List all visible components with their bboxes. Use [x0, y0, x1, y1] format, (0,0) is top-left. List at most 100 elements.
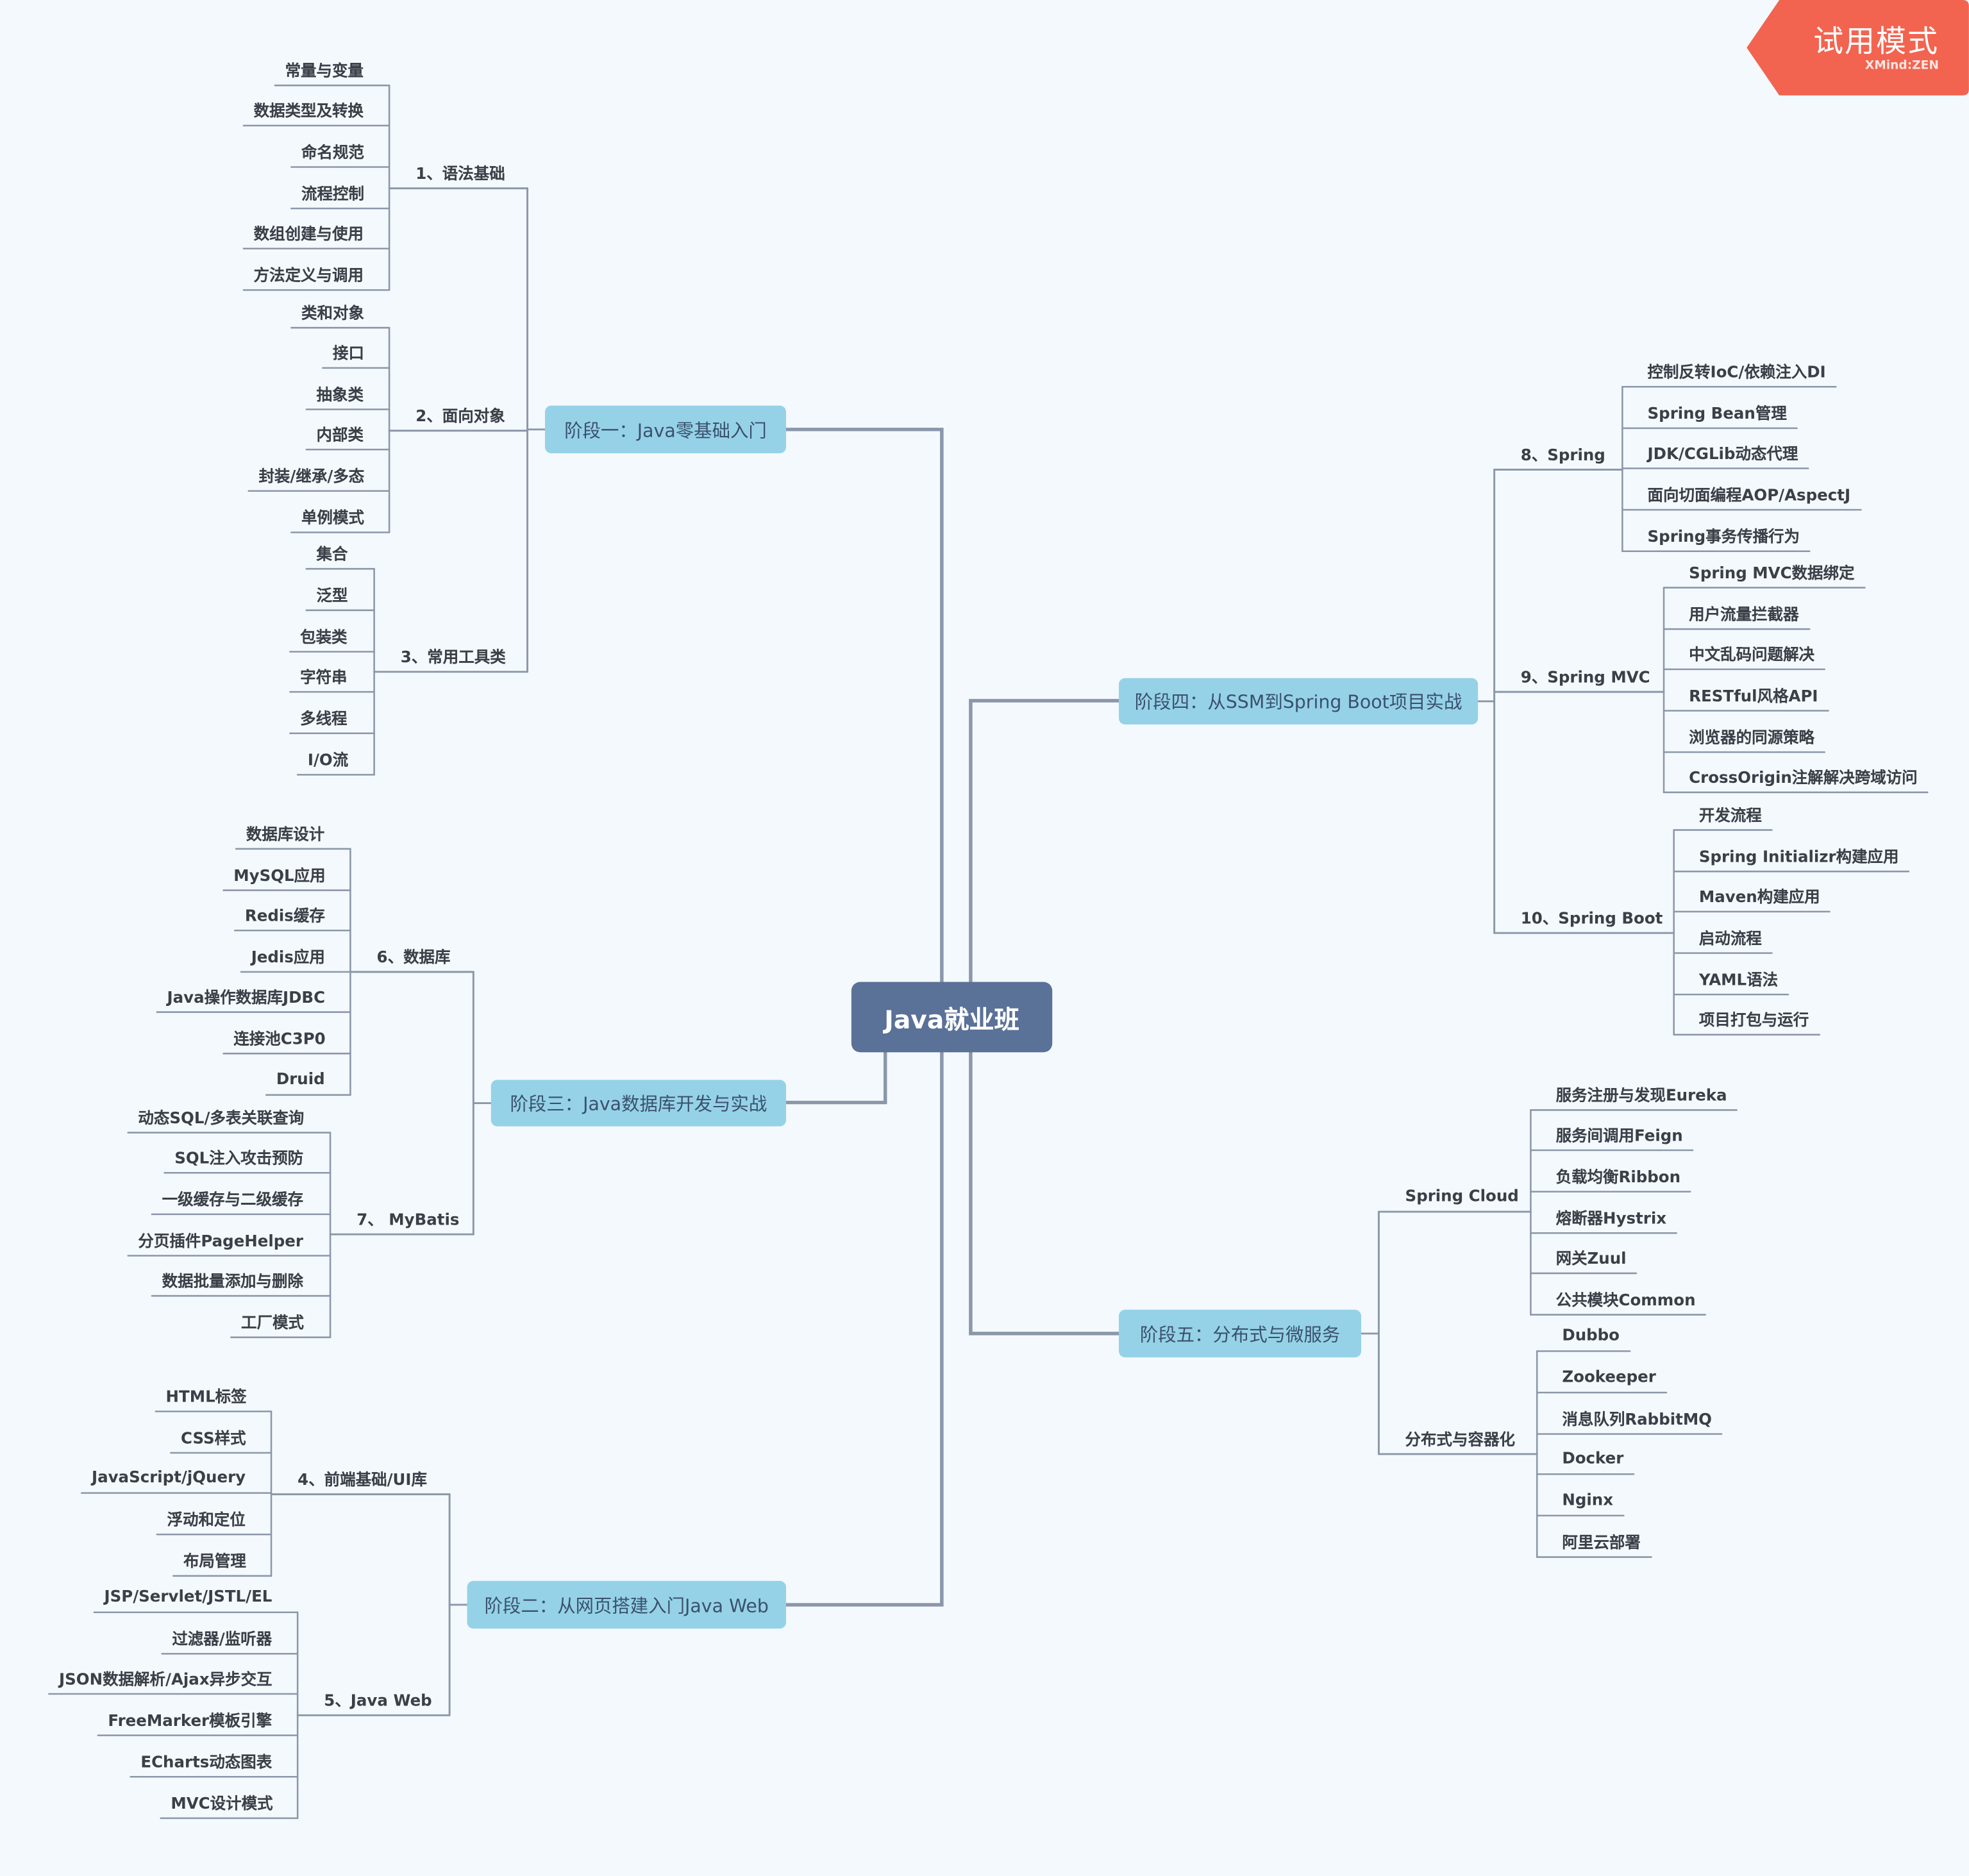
subtopic[interactable]: 7、 MyBatis — [356, 1210, 460, 1229]
leaf-topic[interactable]: JSP/Servlet/JSTL/EL — [104, 1586, 272, 1605]
leaf-topic[interactable]: Druid — [276, 1069, 325, 1089]
subtopic[interactable]: 1、语法基础 — [415, 163, 505, 183]
leaf-topic[interactable]: 连接池C3P0 — [233, 1028, 326, 1048]
root-connector — [784, 1050, 944, 1607]
leaf-topic[interactable]: 消息队列RabbitMQ — [1562, 1409, 1712, 1428]
leaf-topic[interactable]: YAML语法 — [1698, 969, 1779, 989]
leaf-topic[interactable]: RESTful风格API — [1689, 686, 1818, 705]
leaf-topic[interactable]: 数据类型及转换 — [253, 101, 364, 121]
leaf-topic[interactable]: 面向切面编程AOP/AspectJ — [1647, 485, 1851, 505]
leaf-topic[interactable]: 分页插件PageHelper — [138, 1231, 304, 1250]
stage-topic[interactable]: 阶段五：分布式与微服务 — [1119, 1309, 1362, 1358]
leaf-topic[interactable]: 包装类 — [300, 627, 348, 646]
leaf-topic[interactable]: JDK/CGLib动态代理 — [1647, 444, 1798, 463]
leaf-topic[interactable]: Jedis应用 — [251, 947, 325, 967]
leaf-topic[interactable]: 启动流程 — [1698, 928, 1762, 948]
subtopic[interactable]: 3、常用工具类 — [400, 647, 506, 666]
leaf-topic[interactable]: 一级缓存与二级缓存 — [162, 1189, 304, 1209]
leaf-topic[interactable]: 浏览器的同源策略 — [1689, 727, 1815, 747]
badge-shape — [1747, 0, 1969, 96]
root-connector — [784, 1050, 887, 1105]
subtopic[interactable]: 9、Spring MVC — [1520, 667, 1650, 687]
leaf-topic[interactable]: Dubbo — [1562, 1325, 1620, 1344]
subtopic[interactable]: 分布式与容器化 — [1405, 1429, 1515, 1449]
leaf-topic[interactable]: ECharts动态图表 — [140, 1752, 272, 1771]
root-topic[interactable]: Java就业班 — [851, 982, 1053, 1053]
leaf-topic[interactable]: 负载均衡Ribbon — [1555, 1167, 1681, 1186]
leaf-topic[interactable]: 中文乱码问题解决 — [1689, 644, 1815, 664]
root-label: Java就业班 — [884, 1003, 1019, 1034]
leaf-topic[interactable]: 字符串 — [300, 667, 348, 687]
stage-topic[interactable]: 阶段三：Java数据库开发与实战 — [490, 1080, 787, 1126]
leaf-topic[interactable]: Spring事务传播行为 — [1647, 526, 1800, 546]
leaf-topic[interactable]: 服务注册与发现Eureka — [1555, 1085, 1727, 1105]
leaf-topic[interactable]: 流程控制 — [301, 183, 364, 203]
leaf-topic[interactable]: 数据库设计 — [246, 824, 325, 844]
subtopic[interactable]: 5、Java Web — [324, 1691, 432, 1710]
leaf-topic[interactable]: 泛型 — [316, 585, 348, 605]
leaf-topic[interactable]: 熔断器Hystrix — [1555, 1209, 1667, 1228]
leaf-topic[interactable]: Nginx — [1562, 1489, 1613, 1509]
leaf-topic[interactable]: 多线程 — [300, 708, 348, 728]
leaf-topic[interactable]: 用户流量拦截器 — [1689, 605, 1799, 624]
leaf-topic[interactable]: 常量与变量 — [285, 60, 364, 80]
leaf-topic[interactable]: 开发流程 — [1698, 805, 1762, 825]
subtopic[interactable]: 10、Spring Boot — [1520, 908, 1663, 928]
leaf-topic[interactable]: 数组创建与使用 — [253, 224, 364, 243]
subtopic[interactable]: Spring Cloud — [1405, 1185, 1519, 1205]
subtopic[interactable]: 6、数据库 — [376, 947, 451, 967]
leaf-topic[interactable]: 方法定义与调用 — [253, 265, 364, 285]
badge-title: 试用模式 — [1813, 24, 1939, 60]
leaf-topic[interactable]: 过滤器/监听器 — [172, 1629, 272, 1648]
trial-mode-badge[interactable]: 试用模式 XMind:ZEN — [1747, 0, 1969, 96]
stage-topic[interactable]: 阶段四：从SSM到Spring Boot项目实战 — [1119, 678, 1479, 725]
leaf-topic[interactable]: 命名规范 — [301, 142, 364, 162]
leaf-topic[interactable]: 工厂模式 — [241, 1312, 304, 1332]
stage-topic[interactable]: 阶段一：Java零基础入门 — [544, 405, 787, 454]
leaf-topic[interactable]: 项目打包与运行 — [1698, 1010, 1809, 1029]
leaf-topic[interactable]: I/O流 — [307, 750, 349, 769]
leaf-topic[interactable]: 单例模式 — [301, 508, 364, 527]
leaf-topic[interactable]: Spring Initializr构建应用 — [1698, 847, 1899, 866]
leaf-topic[interactable]: Maven构建应用 — [1698, 887, 1820, 907]
leaf-topic[interactable]: 阿里云部署 — [1562, 1532, 1641, 1552]
leaf-topic[interactable]: 内部类 — [316, 424, 364, 444]
subtopic[interactable]: 2、面向对象 — [415, 406, 505, 425]
leaf-topic[interactable]: 集合 — [316, 544, 348, 564]
subtopic[interactable]: 4、前端基础/UI库 — [297, 1470, 428, 1489]
leaf-topic[interactable]: 封装/继承/多态 — [258, 466, 365, 485]
leaf-topic[interactable]: Spring MVC数据绑定 — [1689, 563, 1855, 582]
leaf-topic[interactable]: 抽象类 — [316, 385, 364, 404]
leaf-topic[interactable]: 类和对象 — [301, 303, 364, 322]
leaf-topic[interactable]: 网关Zuul — [1555, 1248, 1627, 1268]
leaf-topic[interactable]: 服务间调用Feign — [1555, 1125, 1683, 1145]
leaf-topic[interactable]: Redis缓存 — [244, 906, 325, 925]
leaf-topic[interactable]: Docker — [1562, 1448, 1624, 1468]
leaf-topic[interactable]: 浮动和定位 — [167, 1510, 246, 1529]
leaf-topic[interactable]: HTML标签 — [165, 1387, 247, 1406]
leaf-topic[interactable]: Spring Bean管理 — [1647, 403, 1787, 423]
leaf-topic[interactable]: 数据批量添加与删除 — [162, 1271, 304, 1291]
subtopic[interactable]: 8、Spring — [1520, 445, 1605, 464]
stage-topic[interactable]: 阶段二：从网页搭建入门Java Web — [467, 1580, 787, 1629]
leaf-topic[interactable]: JavaScript/jQuery — [91, 1467, 246, 1486]
leaf-topic[interactable]: 布局管理 — [183, 1551, 246, 1571]
leaf-topic[interactable]: Java操作数据库JDBC — [167, 987, 326, 1007]
leaf-topic[interactable]: 动态SQL/多表关联查询 — [138, 1108, 305, 1127]
leaf-topic[interactable]: JSON数据解析/Ajax异步交互 — [59, 1669, 272, 1689]
root-connector — [784, 428, 944, 984]
leaf-topic[interactable]: MySQL应用 — [233, 866, 326, 885]
leaf-topic[interactable]: MVC设计模式 — [171, 1793, 273, 1813]
leaf-topic[interactable]: 接口 — [333, 343, 364, 363]
leaf-topic[interactable]: CSS样式 — [181, 1428, 246, 1448]
leaf-topic[interactable]: FreeMarker模板引擎 — [108, 1711, 272, 1730]
leaf-topic[interactable]: 控制反转IoC/依赖注入DI — [1647, 362, 1826, 381]
leaf-topic[interactable]: CrossOrigin注解解决跨域访问 — [1689, 767, 1918, 787]
leaf-topic[interactable]: 公共模块Common — [1555, 1290, 1696, 1309]
leaf-topic[interactable]: Zookeeper — [1562, 1366, 1656, 1386]
root-connector — [969, 1050, 1121, 1336]
badge-subtitle: XMind:ZEN — [1864, 59, 1939, 73]
leaf-topic[interactable]: SQL注入攻击预防 — [174, 1148, 304, 1168]
